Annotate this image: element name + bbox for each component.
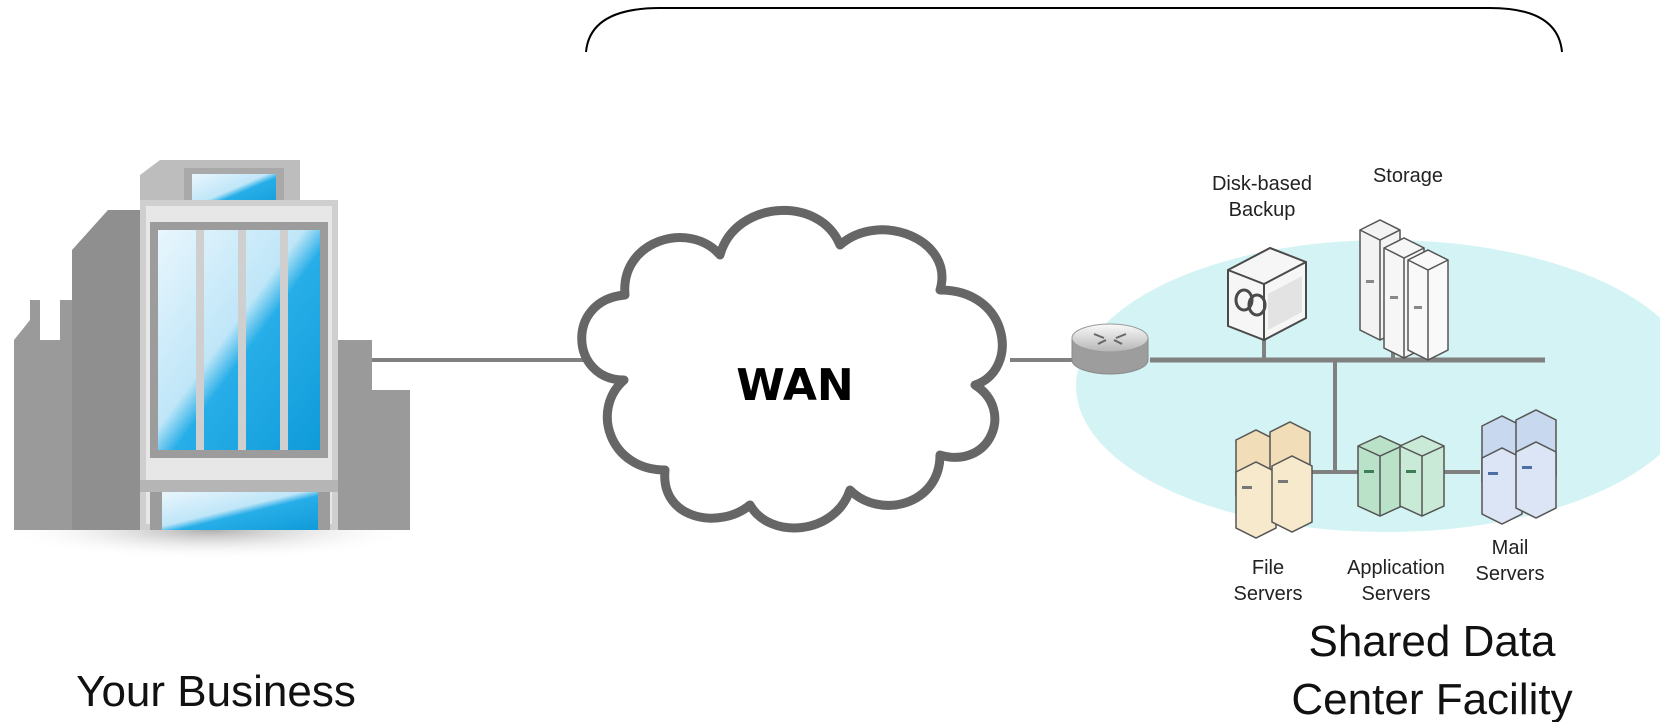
disk-backup-icon [1227,246,1307,342]
application-servers-label-2: Servers [1362,583,1431,605]
wan-label: WAN [736,360,853,411]
scope-bracket [585,7,1563,53]
shared-data-center-label-1: Shared Data [1308,617,1556,666]
file-servers-label-2: Servers [1234,583,1303,605]
application-servers-label-1: Application [1347,557,1445,579]
mail-servers-icon [1481,409,1557,525]
router-icon [1071,323,1149,375]
storage-icon [1359,219,1449,361]
mail-servers-label-2: Servers [1476,563,1545,585]
file-servers-icon [1235,421,1313,539]
file-servers-label-1: File [1252,557,1284,579]
storage-label: Storage [1373,165,1443,187]
disk-backup-label-2: Backup [1229,199,1296,221]
mail-servers-label-1: Mail [1492,537,1529,559]
disk-backup-label-1: Disk-based [1212,173,1312,195]
application-servers-icon [1357,435,1445,517]
wan-cloud-icon [577,205,1007,533]
shared-data-center-label-2: Center Facility [1291,675,1572,722]
your-business-label: Your Business [76,667,356,716]
office-building-icon [0,160,420,560]
